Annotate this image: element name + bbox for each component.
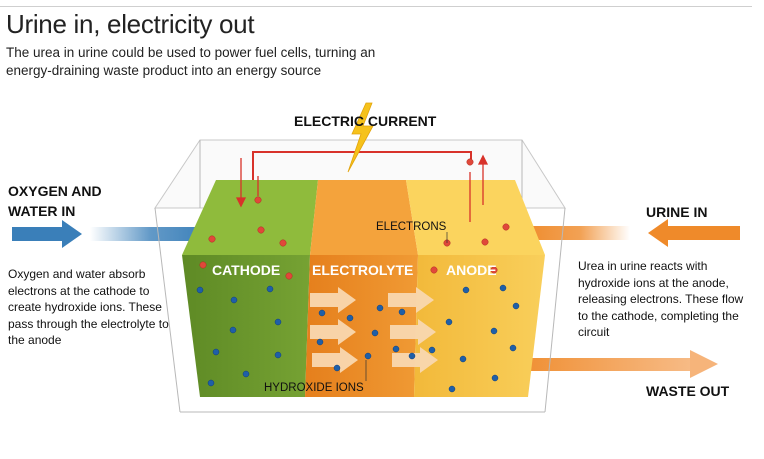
anode-label: ANODE [446,262,497,278]
electrolyte-label: ELECTROLYTE [312,262,413,278]
urine-inlet-pipe [520,226,630,240]
anode-description: Urea in urine reacts with hydroxide ions… [578,259,744,339]
page-title: Urine in, electricity out [6,9,255,39]
electron-flow-arrows [235,154,489,222]
waste-out-label: WASTE OUT [646,383,730,399]
oxygen-in-arrow [12,220,82,248]
hydroxide-ions [196,284,520,393]
electrons [199,158,510,280]
cathode-top [182,180,318,255]
hydroxide-ions-label: HYDROXIDE IONS [264,382,364,394]
cathode-front [182,255,310,397]
waste-out-arrow [690,350,718,378]
urine-in-label: URINE IN [646,204,708,220]
page-subtitle: The urea in urine could be used to power… [6,45,376,78]
circuit-wire [252,151,472,180]
waste-outlet-pipe [525,358,695,371]
anode-top [406,180,545,255]
electric-current-label: ELECTRIC CURRENT [294,113,437,129]
oxygen-water-in-label: OXYGEN AND WATER IN [8,183,102,219]
electrolyte-top [310,180,418,255]
hydroxide-flow-arrows [310,287,438,373]
cathode-description: Oxygen and water absorb electrons at the… [8,267,169,347]
glass-box-front [154,207,566,413]
cathode-label: CATHODE [212,262,280,278]
urine-in-arrow [648,219,740,247]
lightning-bolt-icon [347,102,374,173]
electrons-label: ELECTRONS [376,221,447,233]
top-rule [0,6,752,7]
oxygen-inlet-pipe [90,227,210,241]
anode-front [414,255,545,397]
